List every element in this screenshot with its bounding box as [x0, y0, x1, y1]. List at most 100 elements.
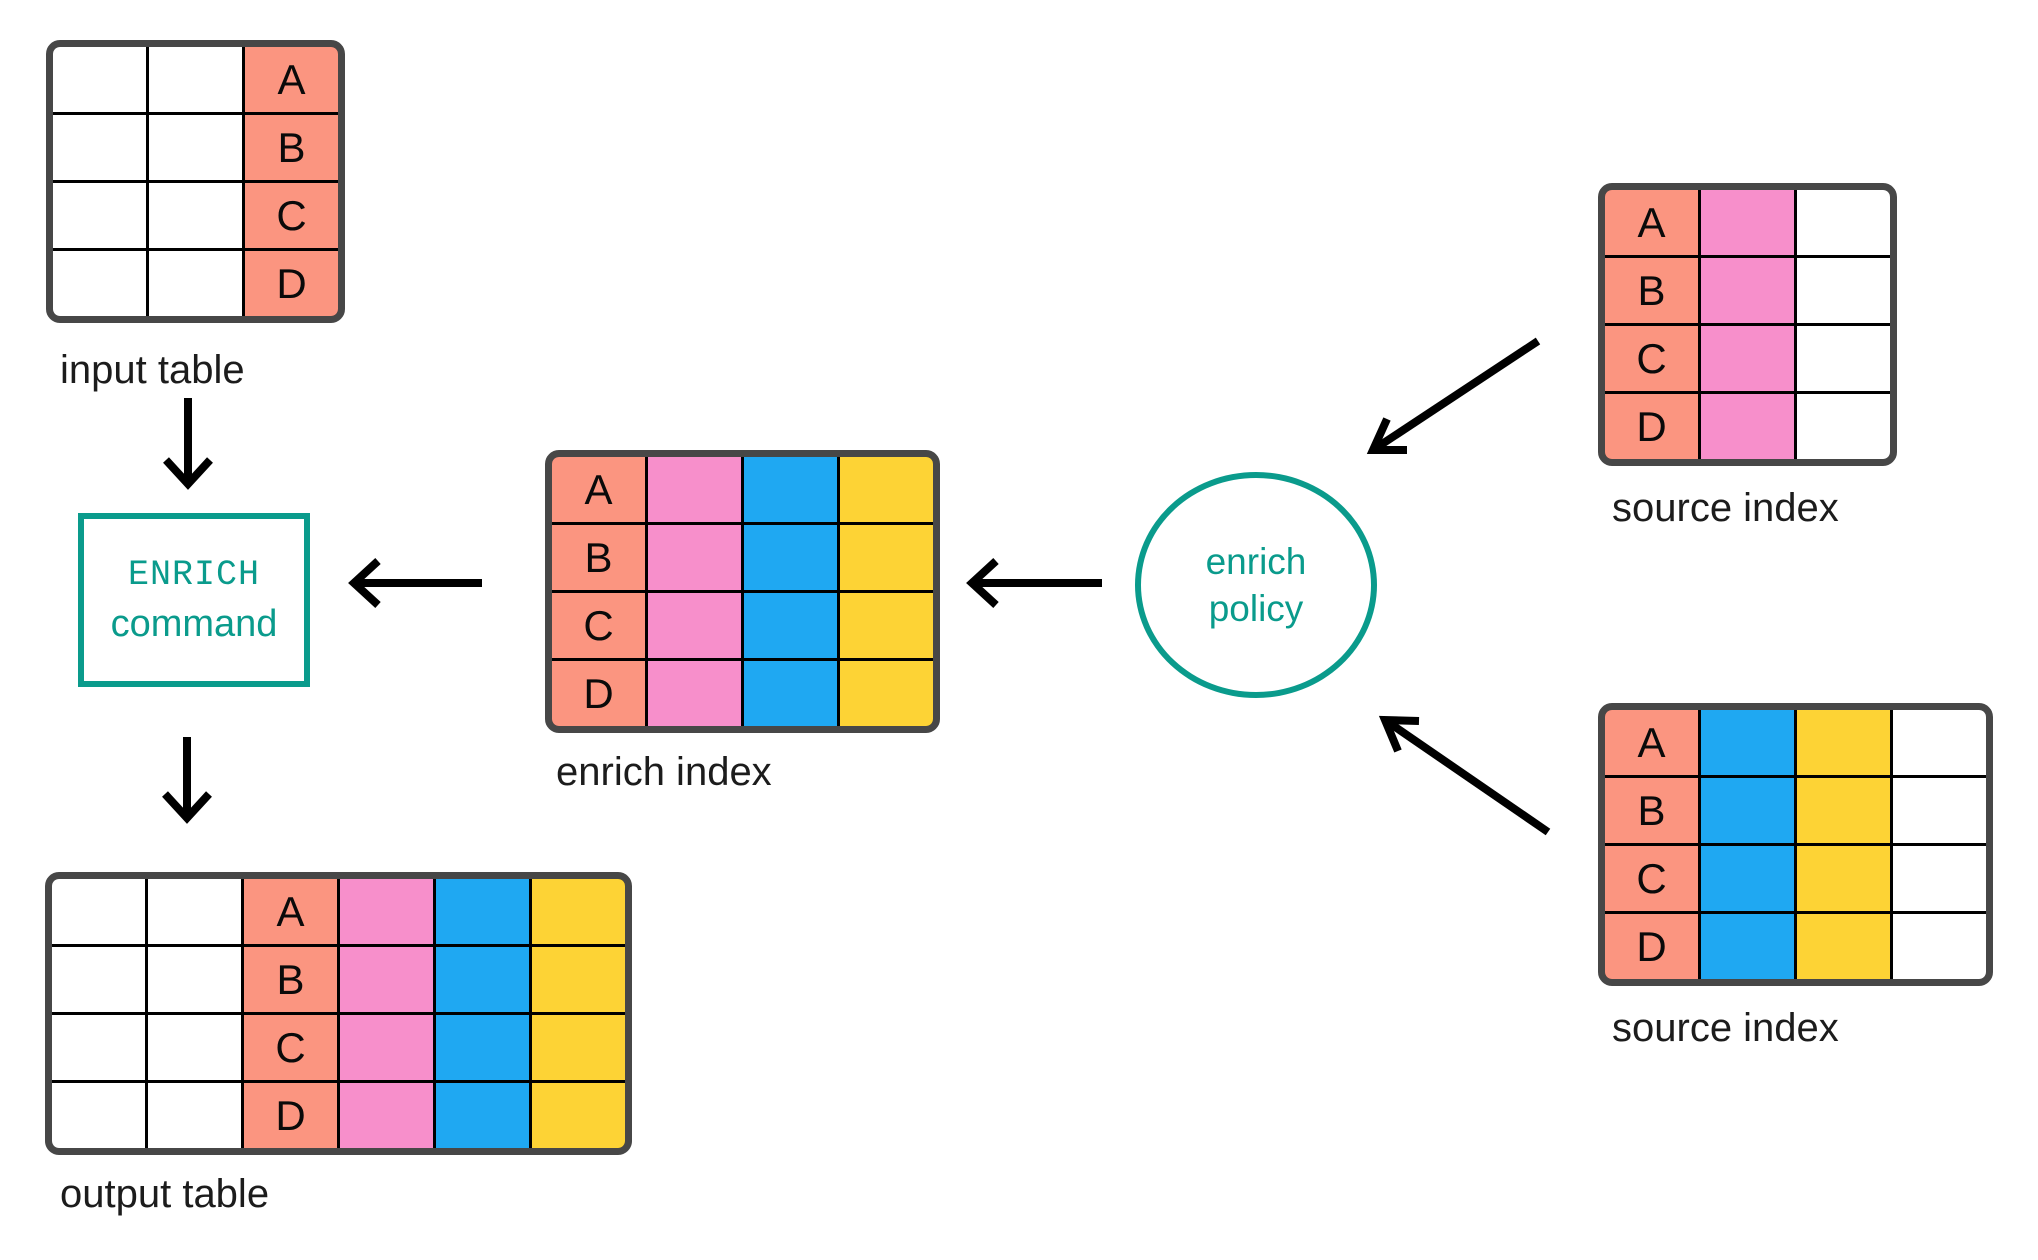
cell: [532, 1015, 625, 1080]
cell: [1797, 326, 1890, 391]
cell: [149, 115, 242, 180]
cell: [1701, 394, 1794, 459]
cell: [52, 1015, 145, 1080]
arrow-source-top-to-policy-icon: [1366, 337, 1541, 454]
cell: [1893, 914, 1986, 979]
arrow-enrich-index-to-command-icon: [348, 558, 482, 608]
source-index-bottom-label: source index: [1612, 1006, 1839, 1050]
cell: [1701, 710, 1794, 775]
cell: [744, 593, 837, 658]
cell: [149, 183, 242, 248]
arrow-policy-to-enrich-index-icon: [966, 558, 1102, 608]
key-cell: B: [244, 947, 337, 1012]
key-cell: B: [1605, 258, 1698, 323]
key-cell: A: [1605, 190, 1698, 255]
cell: [744, 661, 837, 726]
cell: [1701, 914, 1794, 979]
cell: [840, 525, 933, 590]
key-cell: C: [244, 1015, 337, 1080]
cell: [532, 947, 625, 1012]
cell: [532, 879, 625, 944]
cell: [744, 525, 837, 590]
cell: [1701, 190, 1794, 255]
enrich-policy-word-1: enrich: [1205, 541, 1307, 582]
cell: [53, 115, 146, 180]
key-cell: C: [1605, 846, 1698, 911]
key-cell: B: [245, 115, 338, 180]
cell: [1797, 258, 1890, 323]
arrow-source-bottom-to-policy-icon: [1378, 715, 1551, 836]
key-cell: A: [244, 879, 337, 944]
cell: [340, 1083, 433, 1148]
arrow-enrich-command-to-output-icon: [162, 737, 212, 824]
cell: [648, 593, 741, 658]
arrow-input-to-enrich-command-icon: [163, 398, 213, 490]
source-index-top-label: source index: [1612, 486, 1839, 530]
cell: [340, 879, 433, 944]
cell: [648, 525, 741, 590]
key-cell: C: [245, 183, 338, 248]
cell: [436, 1083, 529, 1148]
enrich-policy-word-2: policy: [1208, 588, 1304, 629]
cell: [1893, 846, 1986, 911]
cell: [436, 947, 529, 1012]
cell: [52, 1083, 145, 1148]
cell: [1797, 846, 1890, 911]
cell: [1797, 190, 1890, 255]
cell: [532, 1083, 625, 1148]
enrich-index-label: enrich index: [556, 750, 772, 794]
cell: [340, 947, 433, 1012]
cell: [648, 457, 741, 522]
cell: [148, 1015, 241, 1080]
cell: [53, 251, 146, 316]
cell: [436, 879, 529, 944]
cell: [840, 457, 933, 522]
cell: [148, 947, 241, 1012]
key-cell: B: [552, 525, 645, 590]
cell: [1701, 326, 1794, 391]
cell: [744, 457, 837, 522]
cell: [436, 1015, 529, 1080]
enrich-command-word: command: [110, 602, 278, 645]
key-cell: B: [1605, 778, 1698, 843]
cell: [52, 879, 145, 944]
key-cell: D: [552, 661, 645, 726]
key-cell: C: [552, 593, 645, 658]
cell: [1797, 914, 1890, 979]
cell: [840, 661, 933, 726]
key-cell: D: [245, 251, 338, 316]
cell: [1701, 778, 1794, 843]
cell: [148, 879, 241, 944]
cell: [1893, 710, 1986, 775]
key-cell: A: [245, 47, 338, 112]
key-cell: A: [552, 457, 645, 522]
cell: [1701, 258, 1794, 323]
key-cell: D: [1605, 394, 1698, 459]
input-table-label: input table: [60, 348, 245, 392]
enrich-command-node: ENRICH command: [78, 513, 310, 687]
cell: [52, 947, 145, 1012]
enrich-policy-node: enrich policy: [1135, 472, 1377, 698]
cell: [53, 47, 146, 112]
cell: [648, 661, 741, 726]
cell: [149, 47, 242, 112]
cell: [53, 183, 146, 248]
key-cell: D: [1605, 914, 1698, 979]
cell: [148, 1083, 241, 1148]
cell: [1701, 846, 1794, 911]
cell: [1797, 710, 1890, 775]
cell: [1893, 778, 1986, 843]
cell: [1797, 778, 1890, 843]
key-cell: D: [244, 1083, 337, 1148]
output-table-label: output table: [60, 1172, 270, 1216]
enrich-command-keyword: ENRICH: [127, 554, 261, 595]
key-cell: C: [1605, 326, 1698, 391]
cell: [340, 1015, 433, 1080]
cell: [1797, 394, 1890, 459]
key-cell: A: [1605, 710, 1698, 775]
